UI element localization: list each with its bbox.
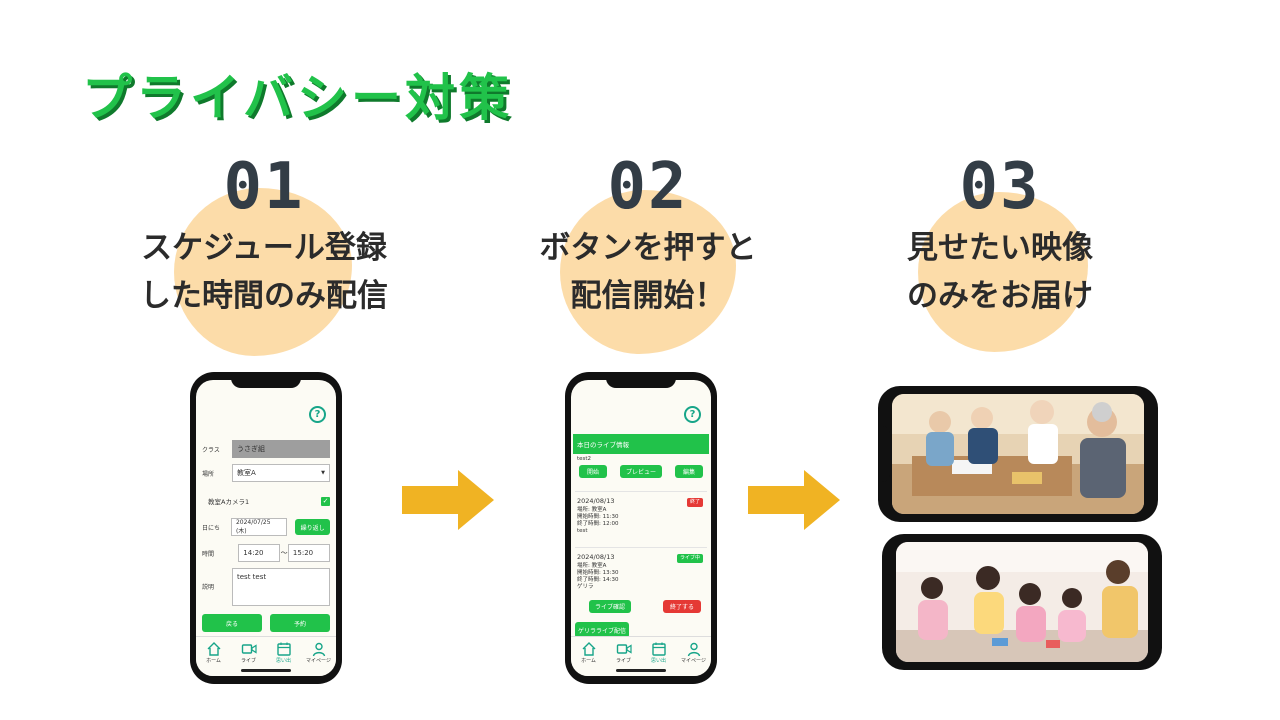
tab-bar: ホーム ライブ 思い出 マイページ [196,636,336,676]
reserve-button[interactable]: 予約 [270,614,330,632]
calendar-icon [651,642,666,656]
guerrilla-live-button[interactable]: ゲリラライブ配信 [575,622,629,638]
home-icon [582,642,595,656]
tab-memories[interactable]: 思い出 [643,641,675,676]
arrow-right-icon [402,470,494,530]
tab-memories[interactable]: 思い出 [268,641,300,676]
start-button[interactable]: 開始 [579,465,607,478]
preview-button[interactable]: プレビュー [620,465,662,478]
person-icon [312,642,325,657]
tab-home[interactable]: ホーム [573,641,605,676]
step-01-line2: した時間のみ配信 [140,278,388,314]
status-badge: 終了 [686,498,703,507]
step-01-line1: スケジュール登録 [141,230,387,266]
edit-button[interactable]: 編集 [675,465,703,478]
tab-mypage[interactable]: マイページ [303,641,335,676]
step-01: 01 スケジュール登録 した時間のみ配信 [104,150,424,356]
nursery-scene-image [896,542,1148,662]
person-icon [687,642,700,657]
video-photo-nursery [896,542,1148,662]
phone-schedule: ? クラス うさぎ組 場所 教室A ▼ 教室Aカメラ1 ✓ 日にち 2024/0… [190,372,342,684]
tab-home[interactable]: ホーム [198,641,230,676]
step-02-line2: 配信開始！ [570,278,726,314]
care-scene-image [892,394,1144,514]
chevron-down-icon: ▼ [321,470,325,476]
tab-mypage[interactable]: マイページ [678,641,710,676]
calendar-icon [276,642,291,656]
step-03-blob [918,192,1088,352]
step-02-blob [560,190,736,354]
home-icon [207,642,220,656]
live-screen: ? 本日のライブ情報 test2 開始 プレビュー 編集 2024/08/13 … [571,380,711,676]
time-label: 時間 [202,550,215,558]
help-icon[interactable]: ? [309,406,326,423]
tab-live[interactable]: ライブ [233,641,265,676]
class-field[interactable]: うさぎ組 [232,440,330,458]
step-03-line2: のみをお届け [907,278,1093,314]
camera-checkbox[interactable]: ✓ [321,496,330,506]
place-label: 場所 [202,470,215,478]
step-01-blob [174,188,352,356]
help-icon[interactable]: ? [684,406,701,423]
live-card: 2024/08/13 ライブ中 場所: 教室A 開始時間: 13:30 終了時間… [575,547,707,597]
video-icon [616,644,632,654]
class-label: クラス [202,446,220,454]
landscape-phone-top [878,386,1158,522]
arrow-right-icon [748,470,840,530]
video-photo-care [892,394,1144,514]
landscape-phone-bottom [882,534,1162,670]
desc-textarea[interactable]: test test [232,568,330,606]
page-title: プライバシー対策 [82,69,513,127]
camera-label: 教室Aカメラ1 [208,498,250,506]
date-label: 日にち [202,524,221,532]
date-field[interactable]: 2024/07/25 (木) [230,518,288,536]
step-02-line1: ボタンを押すと [539,230,757,266]
step-02: 02 ボタンを押すと 配信開始！ [488,150,808,354]
step-03: 03 見せたい映像 のみをお届け [840,150,1160,352]
step-02-number: 02 [607,150,689,224]
end-time-field[interactable]: 15:20 [287,544,330,562]
desc-label: 説明 [202,584,215,591]
step-03-number: 03 [959,150,1041,224]
step-03-line1: 見せたい映像 [907,230,1093,266]
tab-live[interactable]: ライブ [608,641,640,676]
repeat-button[interactable]: 繰り返し [295,519,330,535]
status-badge: ライブ中 [676,554,703,563]
step-01-number: 01 [223,150,305,224]
live-card: 2024/08/13 終了 場所: 教室A 開始時間: 11:30 終了時間: … [575,491,707,541]
live-header: 本日のライブ情報 [573,434,709,454]
place-select[interactable]: 教室A ▼ [232,464,330,482]
end-live-button[interactable]: 終了する [663,600,701,613]
schedule-screen: ? クラス うさぎ組 場所 教室A ▼ 教室Aカメラ1 ✓ 日にち 2024/0… [196,380,336,676]
phone-live: ? 本日のライブ情報 test2 開始 プレビュー 編集 2024/08/13 … [565,372,717,684]
start-time-field[interactable]: 14:20 [238,544,281,562]
time-separator: 〜 [280,549,288,557]
partial-item: test2 [577,456,592,462]
back-button[interactable]: 戻る [202,614,262,632]
video-icon [241,644,257,654]
live-confirm-button[interactable]: ライブ確認 [589,600,631,613]
